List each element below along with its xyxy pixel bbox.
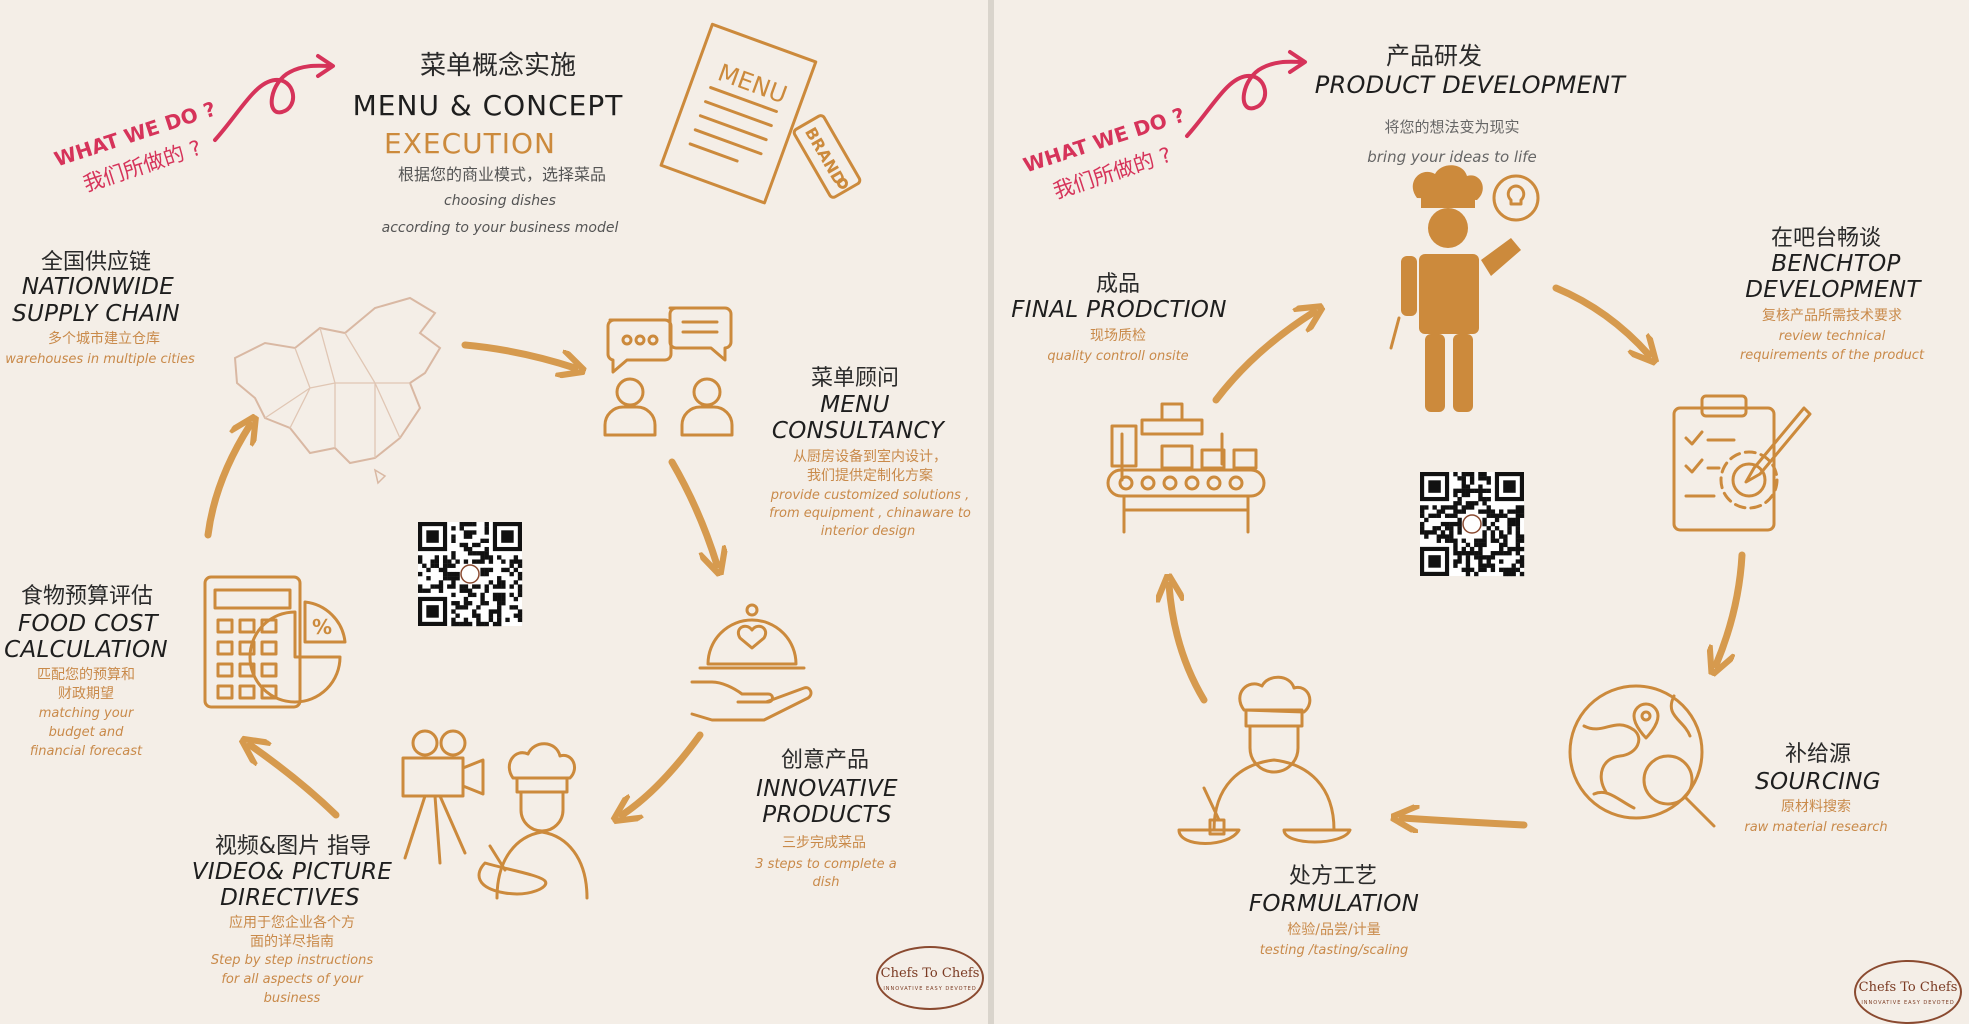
food-cost-desc-en-2: budget and xyxy=(48,725,124,740)
supply-chain-en-1: NATIONWIDE xyxy=(21,274,175,300)
menu-concept-title-cn: 菜单概念实施 xyxy=(419,51,577,81)
squiggle-arrow-icon-right xyxy=(1185,50,1307,138)
final-desc-en: quality controll onsite xyxy=(1047,349,1189,364)
sourcing-desc-en: raw material research xyxy=(1744,820,1888,835)
qr-code-icon[interactable] xyxy=(418,522,523,627)
menu-card-icon: MENU BRAND xyxy=(659,22,862,205)
supply-chain-desc-en: warehouses in multiple cities xyxy=(5,352,195,367)
food-cost-desc-cn-2: 财政期望 xyxy=(58,686,114,702)
video-desc-en-1: Step by step instructions xyxy=(210,953,374,968)
menu-concept-desc-cn: 根据您的商业模式，选择菜品 xyxy=(397,165,607,184)
supply-chain-cn: 全国供应链 xyxy=(40,250,152,275)
cloche-hand-icon xyxy=(690,603,813,722)
arrow-foodcost-to-map xyxy=(204,425,250,539)
video-en-2: DIRECTIVES xyxy=(220,885,360,911)
chat-people-icon xyxy=(603,306,734,437)
video-cn: 视频&图片 指导 xyxy=(214,834,372,859)
globe-search-icon xyxy=(1568,684,1716,828)
consultancy-cn: 菜单顾问 xyxy=(810,366,900,391)
calculator-pie-icon: % xyxy=(203,575,347,709)
consultancy-desc-en-3: interior design xyxy=(820,524,916,539)
video-desc-en-2: for all aspects of your xyxy=(221,972,363,987)
sourcing-en: SOURCING xyxy=(1755,769,1881,795)
food-cost-cn: 食物预算评估 xyxy=(20,584,154,609)
left-flow-arrows xyxy=(204,341,988,1024)
benchtop-cn: 在吧台畅谈 xyxy=(1770,226,1882,251)
left-poster: WHAT WE DO ? 我们所做的 ? 菜单概念实施 MENU & CONCE… xyxy=(0,0,988,1024)
right-flow-arrows xyxy=(994,284,1746,1024)
supply-chain-desc-cn: 多个城市建立仓库 xyxy=(48,331,160,347)
execution-title-en: EXECUTION xyxy=(384,127,556,160)
consultancy-en-1: MENU xyxy=(820,392,890,418)
sourcing-desc-cn: 原材料搜索 xyxy=(1781,799,1851,815)
product-dev-desc-en: bring your ideas to life xyxy=(1367,148,1537,166)
menu-concept-desc-en-1: choosing dishes xyxy=(444,193,556,209)
innovative-desc-en-1: 3 steps to complete a xyxy=(755,857,897,872)
benchtop-desc-cn: 复核产品所需技术要求 xyxy=(1762,308,1902,324)
consultancy-desc-cn-1: 从厨房设备到室内设计， xyxy=(793,449,947,465)
arrow-formulation-to-final xyxy=(1169,585,1208,704)
chefs-to-chefs-logo-right: Chefs To Chefs INNOVATIVE EASY DEVOTED xyxy=(1854,960,1962,1024)
video-desc-cn-2: 面的详尽指南 xyxy=(250,934,334,950)
camera-chef-icon xyxy=(401,729,589,900)
benchtop-en-1: BENCHTOP xyxy=(1771,251,1901,277)
formulation-en: FORMULATION xyxy=(1248,891,1420,917)
final-en: FINAL PRODCTION xyxy=(1011,297,1227,323)
video-en-1: VIDEO& PICTURE xyxy=(191,859,393,885)
chefs-to-chefs-logo: Chefs To Chefs INNOVATIVE EASY DEVOTED xyxy=(876,946,984,1010)
arrow-product-to-benchtop xyxy=(1552,284,1649,355)
arrow-benchtop-to-sourcing xyxy=(1716,551,1746,665)
food-cost-en-2: CALCULATION xyxy=(4,637,168,663)
product-dev-desc-cn: 将您的想法变为现实 xyxy=(1384,118,1520,136)
innovative-desc-cn: 三步完成菜品 xyxy=(782,835,866,851)
menu-concept-title-en: MENU & CONCEPT xyxy=(352,89,624,122)
video-desc-cn-1: 应用于您企业各个方 xyxy=(229,915,355,931)
video-desc-en-3: business xyxy=(263,991,321,1006)
innovative-en-2: PRODUCTS xyxy=(762,802,892,828)
chef-idea-icon xyxy=(1389,165,1540,412)
consultancy-desc-en-1: provide customized solutions , xyxy=(770,488,970,503)
arrow-final-to-product xyxy=(1212,312,1314,404)
arrow-video-to-foodcost xyxy=(250,745,340,819)
qr-code-icon-right[interactable] xyxy=(1420,472,1525,577)
formulation-cn: 处方工艺 xyxy=(1288,864,1378,889)
menu-concept-desc-en-2: according to your business model xyxy=(381,220,619,236)
food-cost-en-1: FOOD COST xyxy=(18,611,158,637)
consultancy-desc-cn-2: 我们提供定制化方案 xyxy=(807,468,933,484)
arrow-map-to-consultancy xyxy=(461,341,575,368)
consultancy-en-2: CONSULTANCY xyxy=(771,418,945,444)
arrow-sourcing-to-formulation xyxy=(1402,818,1528,825)
supply-chain-en-2: SUPPLY CHAIN xyxy=(12,301,180,327)
benchtop-en-2: DEVELOPMENT xyxy=(1745,277,1921,303)
innovative-cn: 创意产品 xyxy=(780,748,870,773)
innovative-en-1: INNOVATIVE xyxy=(756,776,898,802)
clipboard-gear-icon xyxy=(1672,394,1812,532)
consultancy-desc-en-2: from equipment , chinaware to xyxy=(769,506,971,521)
product-dev-en: PRODUCT DEVELOPMENT xyxy=(1314,71,1626,99)
conveyor-machine-icon xyxy=(1106,402,1266,534)
final-desc-cn: 现场质检 xyxy=(1090,328,1146,344)
squiggle-arrow-icon xyxy=(213,54,335,142)
food-cost-desc-en-3: financial forecast xyxy=(29,744,143,759)
food-cost-desc-en-1: matching your xyxy=(38,706,134,721)
sourcing-cn: 补给源 xyxy=(1784,742,1852,767)
chef-cooking-icon xyxy=(1177,675,1352,845)
final-cn: 成品 xyxy=(1095,272,1141,297)
formulation-desc-en: testing /tasting/scaling xyxy=(1259,943,1409,958)
innovative-desc-en-2: dish xyxy=(812,875,840,890)
svg-text:%: % xyxy=(312,615,332,639)
china-map-icon xyxy=(233,296,442,485)
arrow-innovative-to-video xyxy=(622,731,704,815)
right-poster: WHAT WE DO ? 我们所做的 ? 产品研发 PRODUCT DEVELO… xyxy=(994,0,1969,1024)
arrow-consultancy-to-innovative xyxy=(668,458,717,565)
benchtop-desc-en-2: requirements of the product xyxy=(1739,348,1925,363)
product-dev-cn: 产品研发 xyxy=(1386,42,1482,70)
benchtop-desc-en-1: review technical xyxy=(1778,329,1886,344)
formulation-desc-cn: 检验/品尝/计量 xyxy=(1287,922,1381,938)
food-cost-desc-cn-1: 匹配您的预算和 xyxy=(37,667,135,683)
